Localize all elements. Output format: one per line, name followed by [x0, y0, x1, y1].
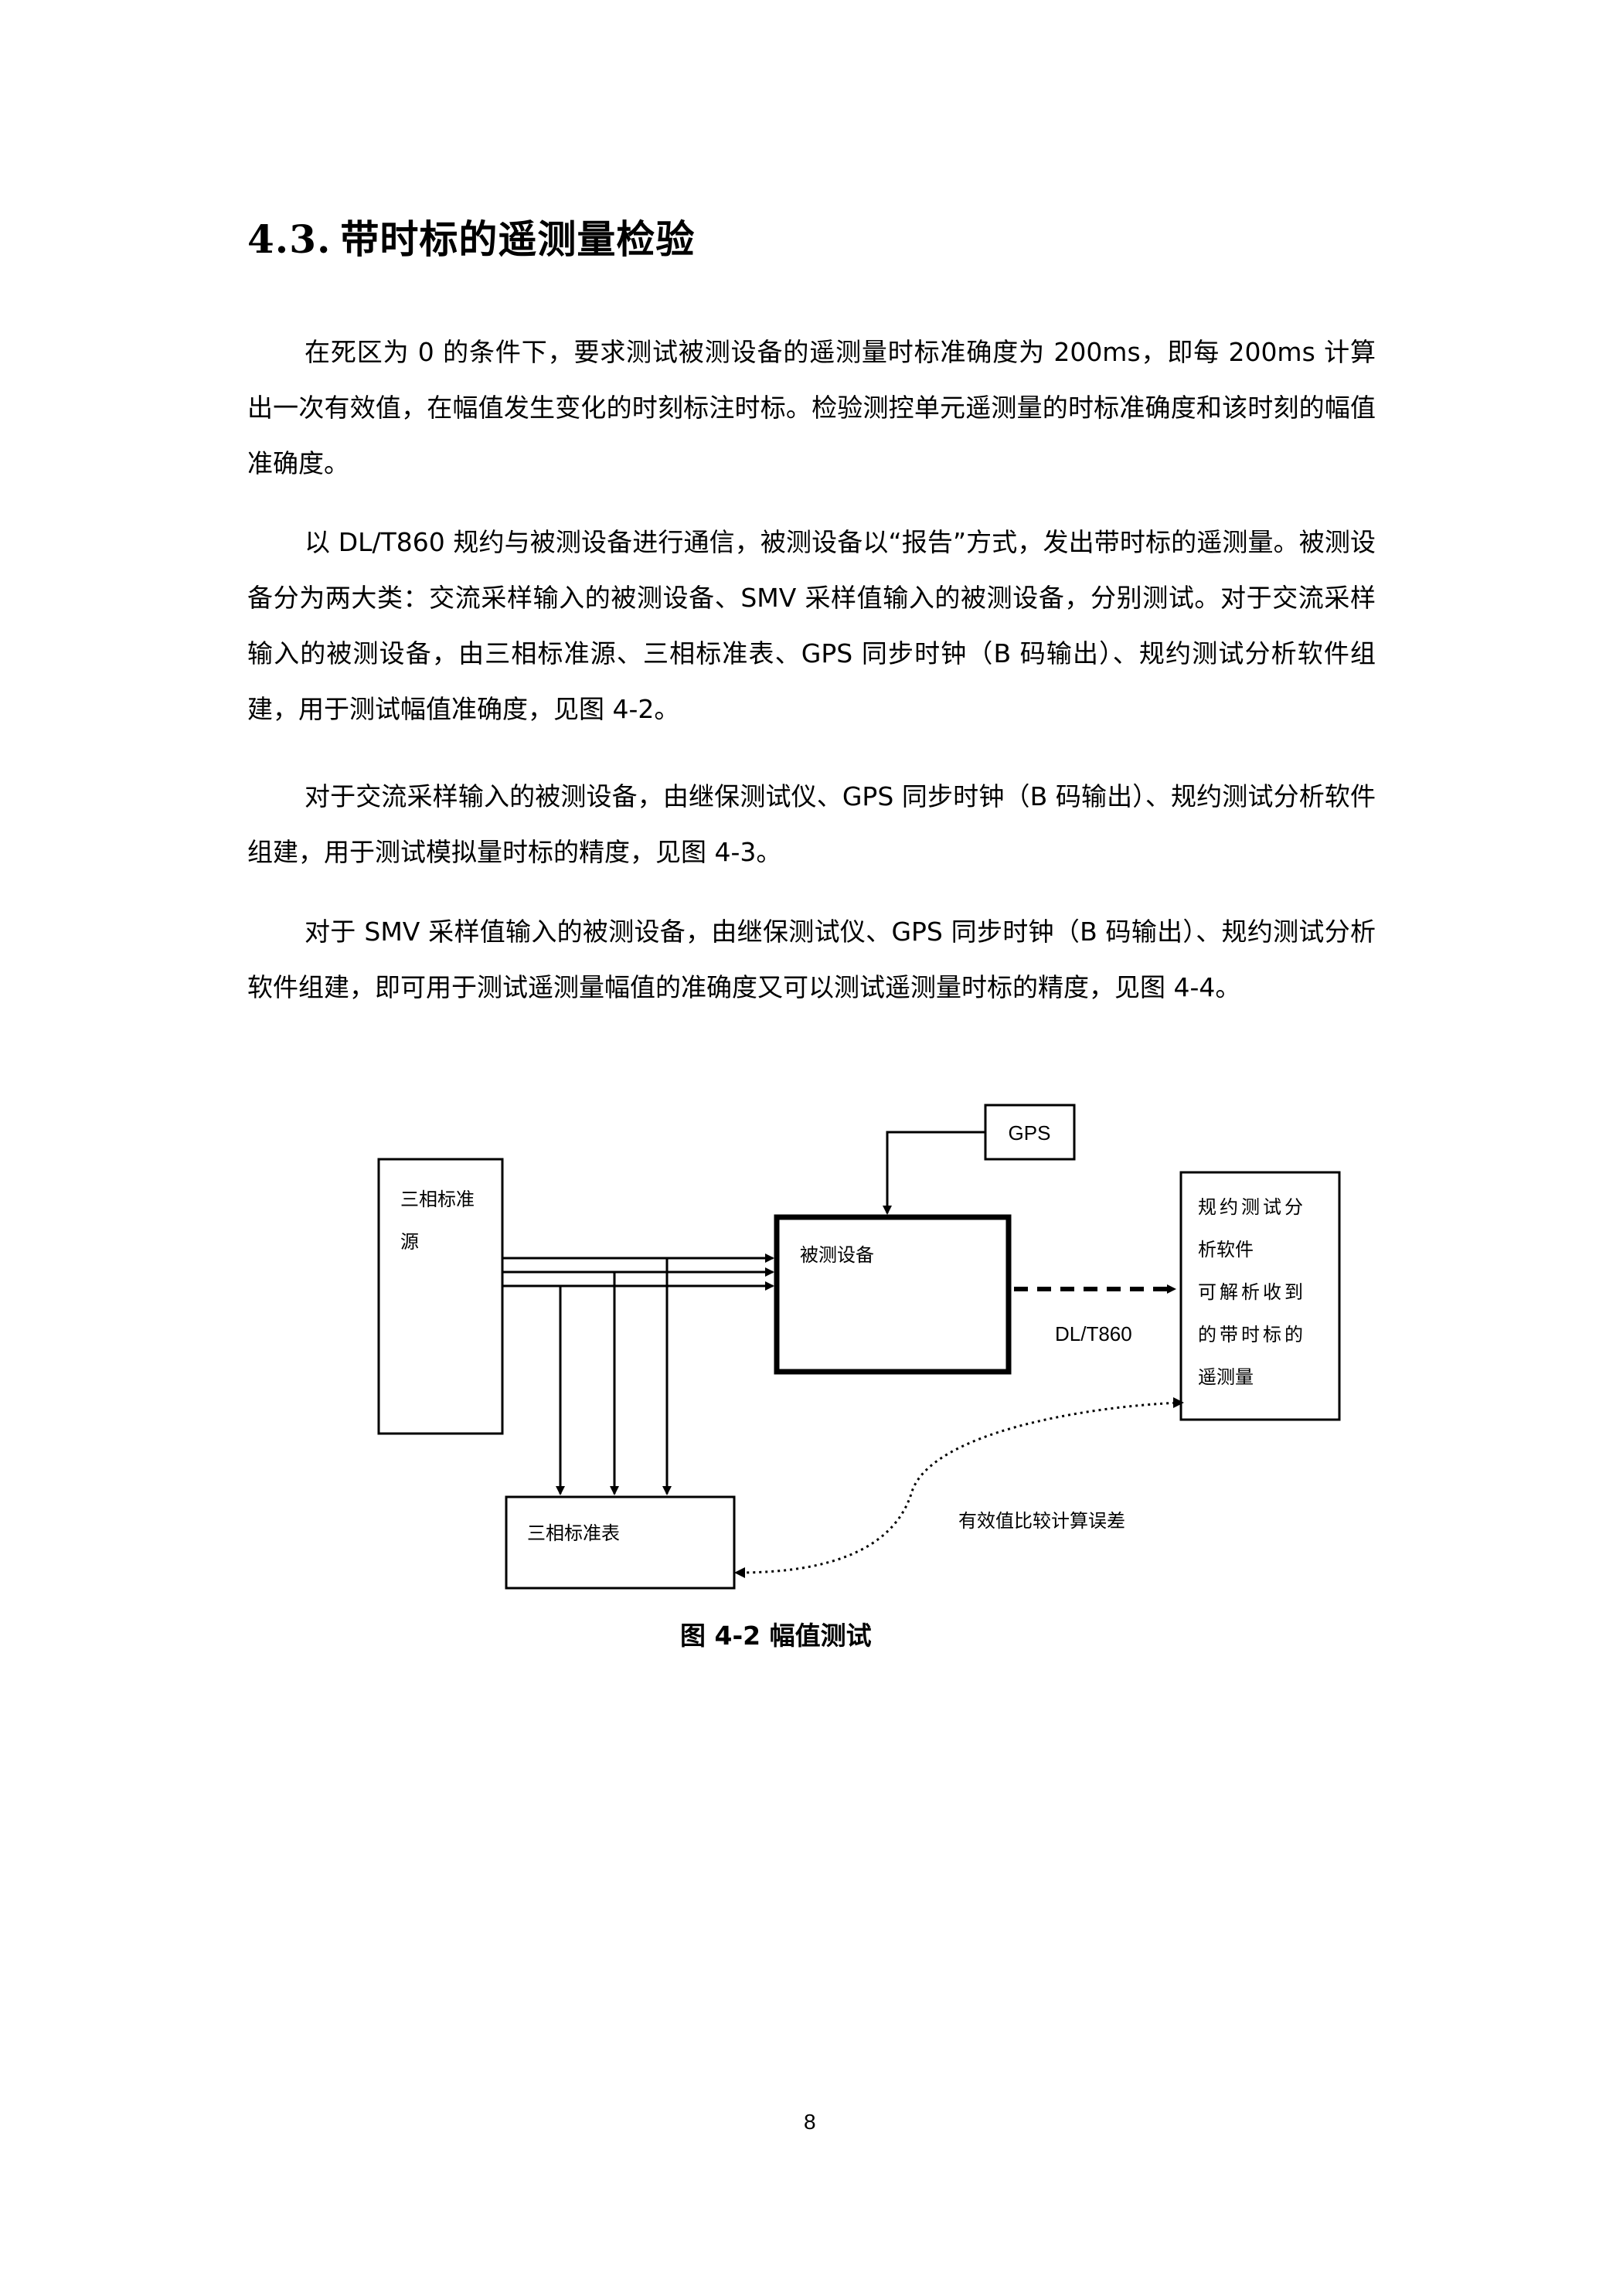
- paragraph-4: 对于 SMV 采样值输入的被测设备，由继保测试仪、GPS 同步时钟（B 码输出）…: [247, 917, 1376, 1002]
- comparison-arrowhead-right: [1173, 1397, 1184, 1408]
- meter-box: [505, 1495, 736, 1590]
- comparison-arrowhead-left: [734, 1567, 745, 1578]
- paragraph-3: 对于交流采样输入的被测设备，由继保测试仪、GPS 同步时钟（B 码输出）、规约测…: [247, 781, 1376, 867]
- source-label-line1: 三相标准: [400, 1189, 475, 1210]
- paragraph-1: 在死区为 0 的条件下，要求测试被测设备的遥测量时标准确度为 200ms，即每 …: [247, 337, 1376, 478]
- device-box: [774, 1214, 1012, 1375]
- meter-label: 三相标准表: [527, 1522, 620, 1544]
- device-label: 被测设备: [800, 1244, 874, 1266]
- paragraph-2: 以 DL/T860 规约与被测设备进行通信，被测设备以“报告”方式，发出带时标的…: [247, 527, 1376, 724]
- software-label-line1: 规约测试分: [1198, 1196, 1306, 1218]
- section-title: 带时标的遥测量检验: [340, 217, 696, 262]
- software-label-line4: 的带时标的: [1198, 1324, 1306, 1345]
- software-label-line5: 遥测量: [1198, 1366, 1254, 1388]
- section-heading: 4.3.带时标的遥测量检验: [247, 209, 695, 264]
- comparison-label: 有效值比较计算误差: [958, 1510, 1125, 1532]
- source-label-line2: 源: [400, 1231, 419, 1253]
- software-label-line3: 可解析收到: [1198, 1281, 1306, 1303]
- gps-label: GPS: [1009, 1121, 1051, 1145]
- comparison-curve: [737, 1401, 1182, 1574]
- amplitude-test-diagram: GPS 三相标准 源 被测设备 三相标准表 DL/T860 规约测试分 析软件 …: [377, 1104, 1341, 1590]
- source-box: [377, 1158, 504, 1435]
- software-box: [1179, 1171, 1341, 1421]
- gps-connector: [883, 1131, 985, 1215]
- figure-caption: 图 4-2 幅值测试: [680, 1621, 872, 1651]
- protocol-label: DL/T860: [1055, 1322, 1132, 1345]
- page-number: 8: [804, 2110, 816, 2134]
- section-number: 4.3.: [247, 216, 332, 262]
- software-label-line2: 析软件: [1198, 1239, 1254, 1260]
